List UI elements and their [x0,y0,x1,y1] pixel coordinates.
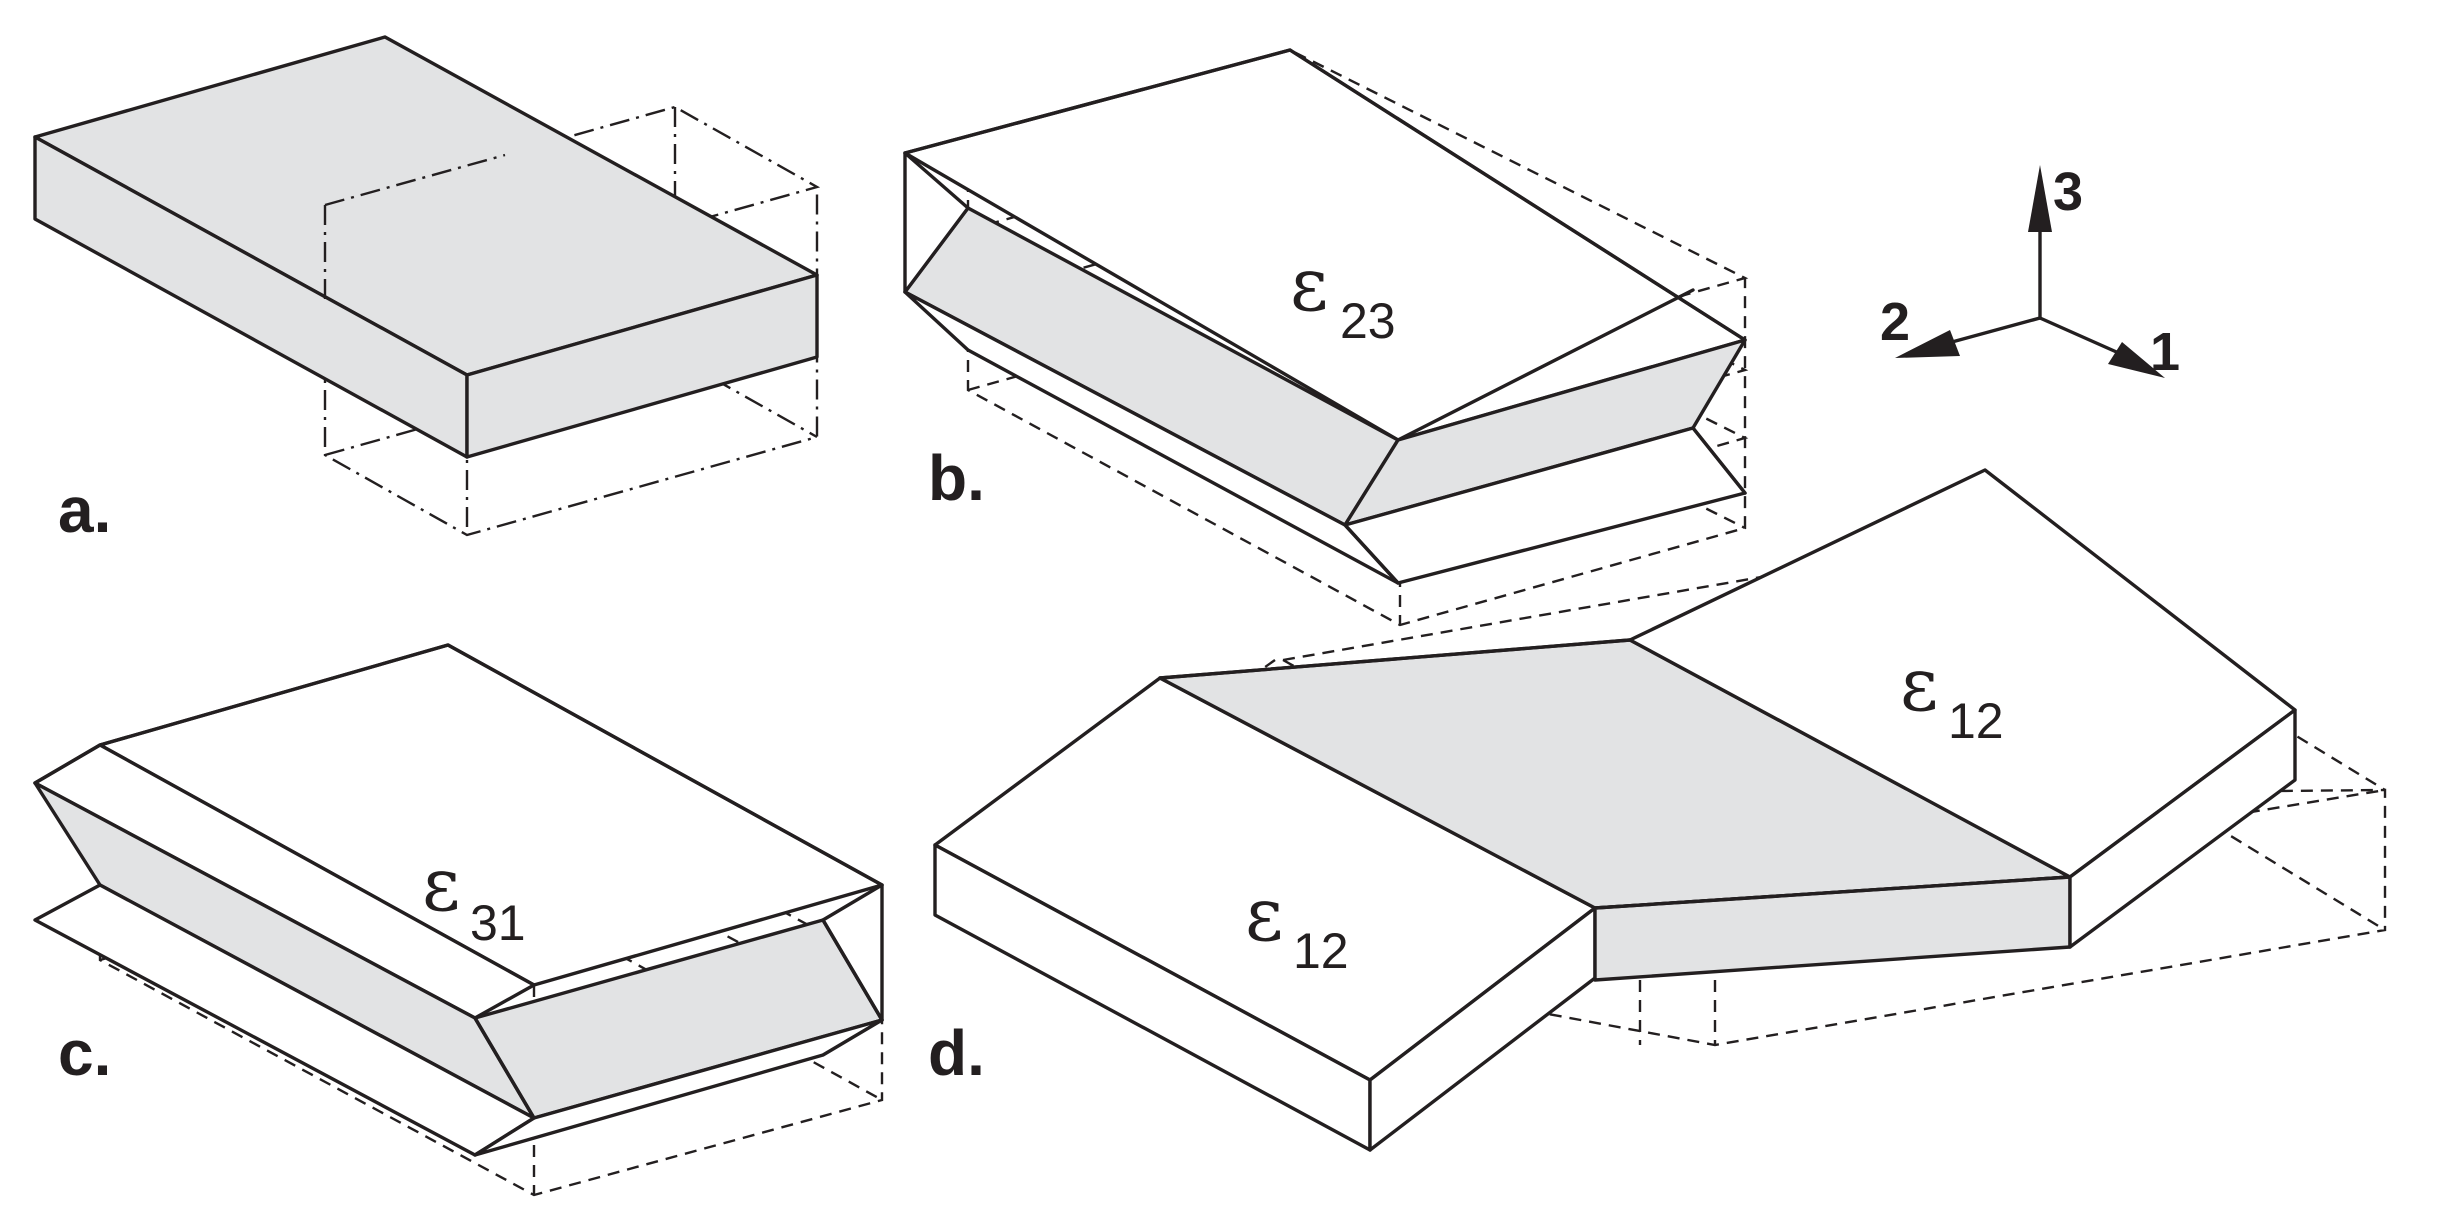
panel-d-edges [1158,638,2072,910]
panel-c-strain-label: ε 31 [422,842,526,951]
panel-b-body [903,48,1747,585]
panel-d: ε 12 ε 12 d. [928,468,2387,1152]
panel-a-hidden-edges [323,153,506,300]
panel-d-subscript-right: 12 [1948,693,2004,749]
panel-b: ε 23 b. [903,48,1749,627]
panel-d-subscript-left: 12 [1293,923,1349,979]
panel-c-edges [33,643,884,1120]
panel-a-label: a. [58,474,111,546]
panel-c-subscript: 31 [470,895,526,951]
panel-c-epsilon: ε [422,842,460,928]
axis-1-label: 1 [2150,322,2180,382]
axis-2-label: 2 [1880,292,1910,352]
axis-3-label: 3 [2053,162,2083,222]
panel-b-strain-label: ε 23 [1290,242,1396,349]
axis-3-arrowhead [2028,165,2052,232]
panel-b-edges [903,48,1747,585]
panel-b-label: b. [928,442,985,514]
panel-c-body [33,643,884,1157]
panel-c: ε 31 c. [33,643,886,1197]
panel-d-epsilon-left: ε [1245,872,1283,958]
coordinate-axes: 3 2 1 [1880,162,2180,382]
panel-b-epsilon: ε [1290,242,1328,328]
axis-1-arrowhead [2108,342,2165,378]
panel-d-strain-label-right: ε 12 [1900,642,2004,749]
panel-a: a. [33,35,821,546]
panel-b-subscript: 23 [1340,293,1396,349]
panel-d-label: d. [928,1017,985,1089]
axis-1-line [2038,316,2132,360]
panel-a-slab [33,35,819,459]
panel-d-epsilon-right: ε [1900,642,1938,728]
panel-c-label: c. [58,1017,111,1089]
axis-2-arrowhead [1895,330,1960,358]
panel-d-body [933,468,2297,1152]
panel-d-strain-label-left: ε 12 [1245,872,1349,979]
